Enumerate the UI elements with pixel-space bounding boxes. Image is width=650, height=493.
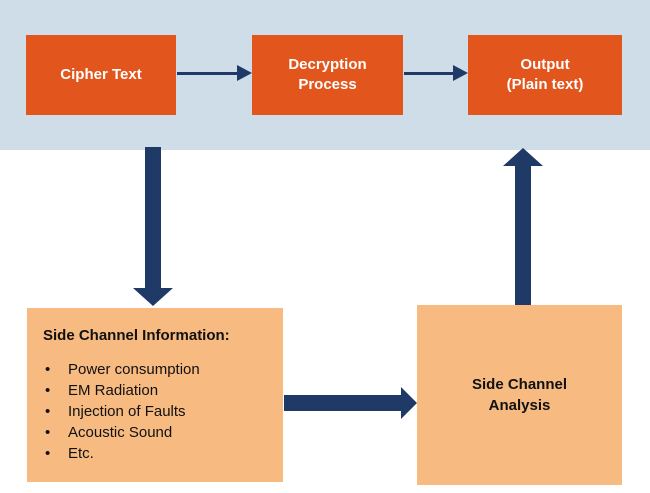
- output-label-line1: Output: [520, 56, 570, 73]
- arrow-head-up-icon: [503, 148, 543, 166]
- arrow-head-right-icon: [237, 65, 252, 81]
- arrow-head-down-icon: [133, 288, 173, 306]
- list-item: Acoustic Sound: [43, 422, 200, 443]
- arrow-shaft: [284, 395, 401, 411]
- cipher-text-node: Cipher Text: [26, 35, 176, 115]
- side-channel-information-list: Power consumption EM Radiation Injection…: [43, 359, 200, 464]
- output-node: Output (Plain text): [468, 35, 622, 115]
- list-item: EM Radiation: [43, 380, 200, 401]
- decryption-process-label-line1: Decryption: [288, 56, 367, 73]
- cipher-text-label: Cipher Text: [60, 66, 142, 83]
- arrow-head-right-icon: [401, 387, 417, 419]
- list-item: Injection of Faults: [43, 401, 200, 422]
- side-channel-analysis-label-line2: Analysis: [488, 397, 551, 414]
- side-channel-information-title: Side Channel Information:: [43, 327, 230, 344]
- arrow-shaft: [177, 72, 238, 75]
- decryption-process-label-line2: Process: [298, 76, 357, 93]
- list-item: Power consumption: [43, 359, 200, 380]
- arrow-shaft: [145, 147, 161, 288]
- arrow-shaft: [404, 72, 454, 75]
- arrow-head-right-icon: [453, 65, 468, 81]
- side-channel-information-node: Side Channel Information: Power consumpt…: [27, 308, 283, 482]
- arrow-shaft: [515, 166, 531, 305]
- decryption-process-node: Decryption Process: [252, 35, 403, 115]
- side-channel-analysis-label-line1: Side Channel: [471, 376, 568, 393]
- side-channel-analysis-node: Side Channel Analysis: [417, 305, 622, 485]
- output-label-line2: (Plain text): [506, 76, 584, 93]
- list-item: Etc.: [43, 443, 200, 464]
